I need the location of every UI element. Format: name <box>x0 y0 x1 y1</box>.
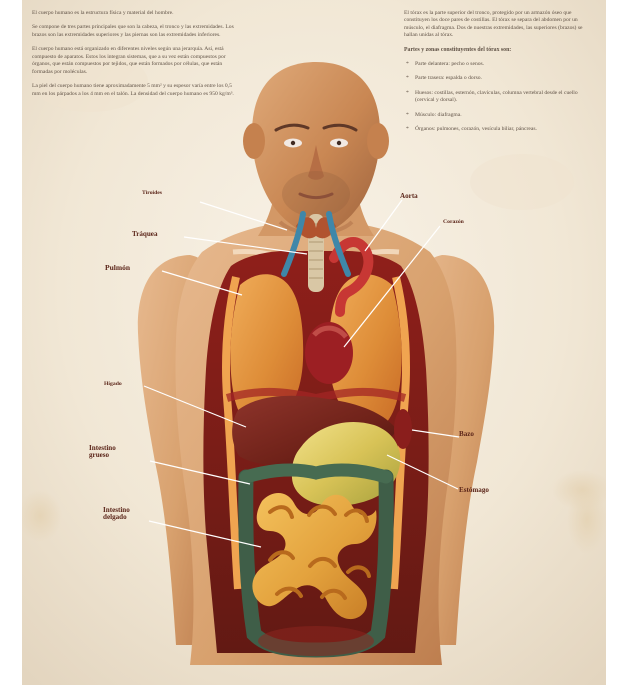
label-intestino-grueso: Intestino grueso <box>89 445 137 459</box>
label-higado: Hígado <box>104 382 122 388</box>
label-corazon: Corazón <box>443 220 464 226</box>
label-traquea: Tráquea <box>132 231 158 238</box>
label-tiroides: Tiroides <box>142 191 162 197</box>
label-intestino-delgado: Intestino delgado <box>103 507 151 521</box>
anatomy-poster: El cuerpo humano es la estructura física… <box>22 0 606 685</box>
transverse-colon <box>246 470 386 477</box>
internal-organs <box>203 214 428 656</box>
anatomy-diagram <box>22 0 606 685</box>
label-intestino-delgado-line-2: delgado <box>103 514 151 521</box>
label-aorta: Aorta <box>400 193 418 200</box>
spleen <box>394 409 412 449</box>
label-estomago: Estómago <box>459 487 489 494</box>
label-pulmon: Pulmón <box>105 264 130 272</box>
left-ear <box>243 123 265 159</box>
label-intestino-grueso-line-2: grueso <box>89 452 137 459</box>
right-ear <box>367 123 389 159</box>
left-pupil <box>291 141 295 145</box>
right-pupil <box>337 141 341 145</box>
heart <box>305 322 353 384</box>
label-bazo: Bazo <box>459 431 474 438</box>
beard-shadow <box>282 171 350 217</box>
bladder-shadow <box>258 626 374 656</box>
